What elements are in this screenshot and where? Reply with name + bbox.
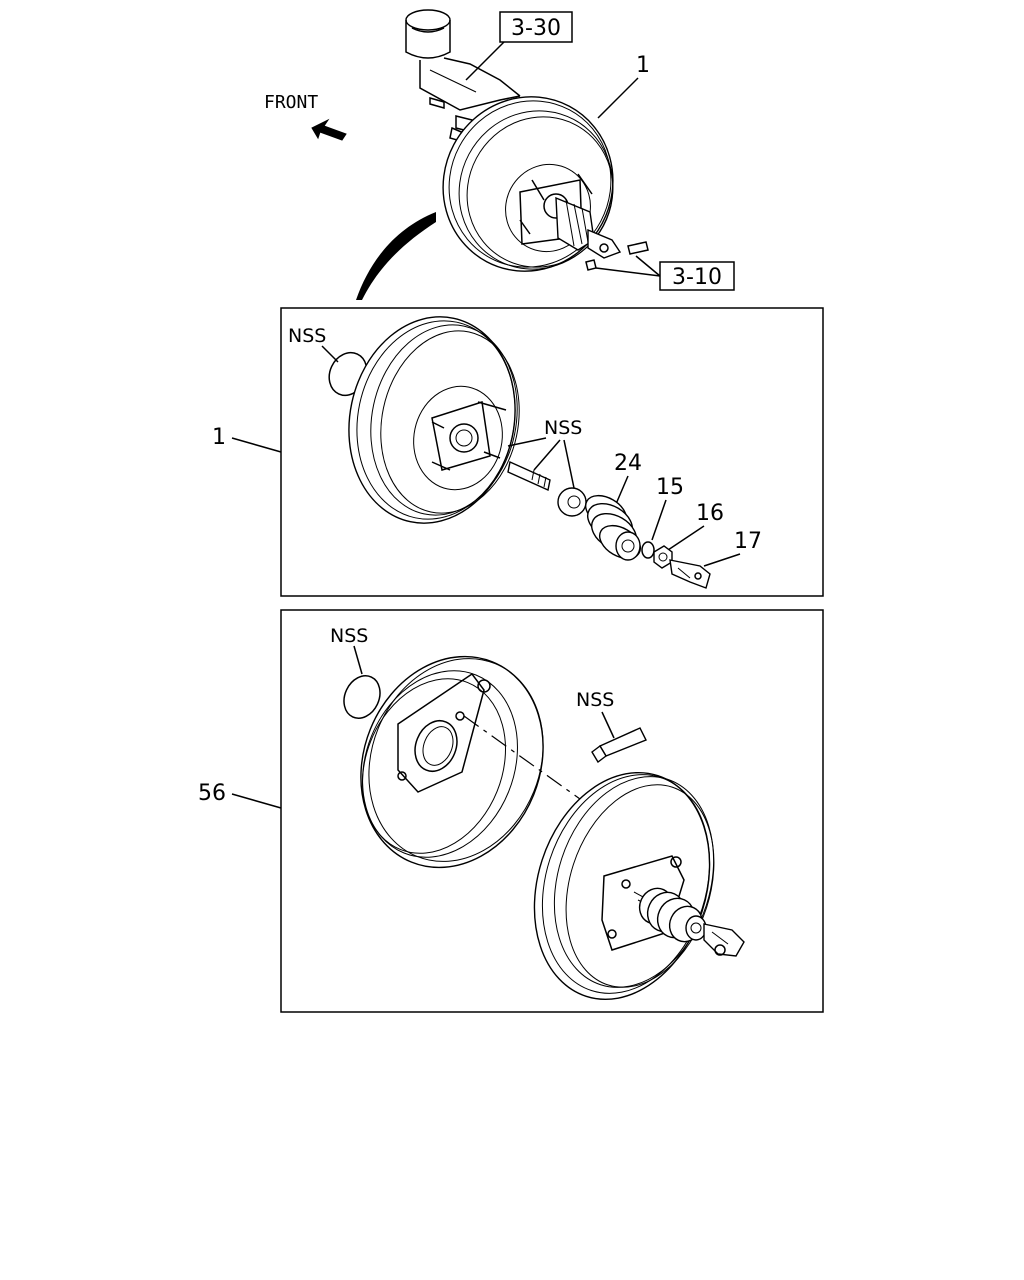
leader-line xyxy=(595,267,661,277)
callout-16: 16 xyxy=(696,501,724,526)
leader-line xyxy=(667,525,705,551)
leader-line xyxy=(651,499,667,541)
leader-line xyxy=(533,439,561,471)
push-rod xyxy=(507,461,551,491)
leader-line xyxy=(703,553,741,567)
top-assembly: FRONT 3-30 1 3-10 xyxy=(264,9,735,300)
clevis-lower xyxy=(703,923,745,957)
lower-panel-frame xyxy=(280,609,824,1013)
callout-15: 15 xyxy=(656,475,684,500)
leader-line xyxy=(601,711,615,739)
spacer-ring xyxy=(557,487,587,517)
reference-box-3-30[interactable]: 3-30 xyxy=(499,11,573,43)
leader-line xyxy=(597,77,639,119)
front-indicator: FRONT xyxy=(264,92,347,141)
nss-label-ring: NSS xyxy=(288,325,326,347)
leader-line xyxy=(231,793,282,809)
nss-label-ring-lower: NSS xyxy=(330,625,368,647)
callout-56: 56 xyxy=(198,781,226,806)
dust-boot-lower xyxy=(638,887,707,943)
leader-line xyxy=(353,645,363,675)
reference-box-3-10[interactable]: 3-10 xyxy=(659,261,735,291)
callout-1-top: 1 xyxy=(636,53,650,78)
washer xyxy=(641,541,655,559)
upper-panel: 1 NSS NSS xyxy=(212,307,824,597)
leader-line xyxy=(507,437,547,447)
leader-line xyxy=(321,345,339,363)
callout-17: 17 xyxy=(734,529,762,554)
callout-1-panel: 1 xyxy=(212,425,226,450)
booster-shell-rear xyxy=(533,771,715,1001)
lower-panel: 56 NSS NSS xyxy=(198,609,824,1013)
nss-label-tube: NSS xyxy=(576,689,614,711)
front-label: FRONT xyxy=(264,92,318,113)
leader-line xyxy=(615,475,629,505)
grease-tube xyxy=(591,727,647,764)
booster-illustration-top xyxy=(442,96,649,272)
curved-pointer-arrow xyxy=(356,212,436,300)
clevis xyxy=(669,559,711,589)
leader-line xyxy=(563,439,575,489)
lock-nut xyxy=(653,545,673,569)
leader-line xyxy=(635,255,661,277)
o-ring xyxy=(343,675,381,719)
reference-3-10: 3-10 xyxy=(672,265,722,290)
arrow-left-icon xyxy=(311,118,347,141)
dust-boot xyxy=(585,494,641,561)
reference-3-30: 3-30 xyxy=(511,16,561,41)
callout-24: 24 xyxy=(614,451,642,476)
booster-shell-front xyxy=(360,655,544,869)
booster-illustration-upper xyxy=(348,316,520,524)
leader-line xyxy=(231,437,282,453)
nss-label-kit: NSS xyxy=(544,417,582,439)
leader-line xyxy=(465,41,505,81)
